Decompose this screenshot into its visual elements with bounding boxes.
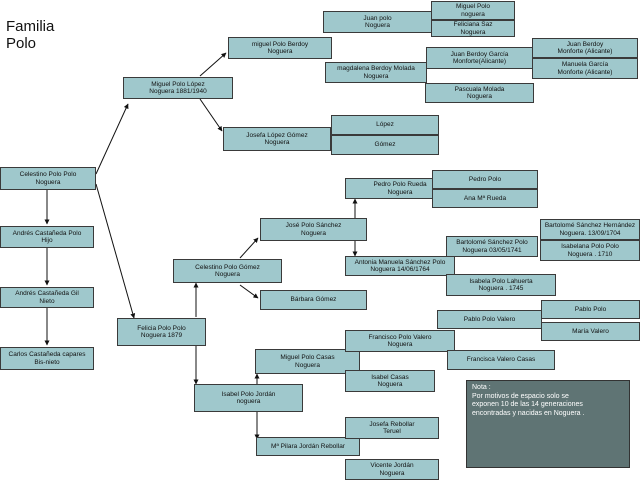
page-title: Familia Polo bbox=[6, 18, 55, 52]
person-miguel-polo: Miguel Polo noguera bbox=[431, 1, 515, 20]
person-francisca-valero: Francisca Valero Casas bbox=[447, 350, 555, 370]
arrow-celestino-felicia bbox=[95, 183, 136, 319]
person-juan-polo: Juan polo Noguera bbox=[323, 11, 432, 33]
person-bartolome-sanchez-polo: Bartolomé Sánchez Polo Noguera 03/05/174… bbox=[446, 236, 538, 257]
person-miguel-polo-berdoy: miguel Polo Berdoy Noguera bbox=[228, 37, 332, 59]
person-isabel-casas: Isabel Casas Noguera bbox=[345, 370, 435, 392]
person-josefa-rebollar: Josefa Rebollar Teruel bbox=[345, 417, 439, 439]
person-miguel-polo-lopez: Miguel Polo López Noguera 1881/1940 bbox=[123, 77, 233, 99]
arrow-miguel-berdoy bbox=[199, 52, 227, 77]
person-juan-berdoy: Juan Berdoy Monforte (Alicante) bbox=[532, 38, 638, 58]
person-felicia-polo-polo: Felicia Polo Polo Noguera 1879 bbox=[117, 318, 206, 346]
arrow-celestino-barbara bbox=[239, 284, 259, 299]
person-maria-valero: María Valero bbox=[541, 322, 640, 341]
person-celestino-polo-polo: Celestino Polo Polo Noguera bbox=[0, 167, 96, 190]
person-miguel-polo-casas: Miguel Polo Casas Noguera bbox=[255, 349, 360, 374]
arrow-celestino-jose bbox=[239, 237, 259, 259]
person-antonia-manuela: Antonia Manuela Sánchez Polo Noguera 14/… bbox=[345, 256, 455, 276]
person-pablo-polo: Pablo Polo bbox=[541, 300, 640, 319]
person-isabela-polo-lahuerta: Isabela Polo Lahuerta Noguera . 1745 bbox=[446, 274, 556, 296]
person-ana-rueda: Ana Mª Rueda bbox=[432, 189, 538, 208]
person-isabel-polo-jordan: Isabel Polo Jordán noguera bbox=[194, 384, 303, 412]
person-lopez: López bbox=[331, 115, 439, 135]
person-gomez: Gómez bbox=[331, 135, 439, 155]
person-isabelana-polo: Isabelana Polo Polo Noguera . 1710 bbox=[540, 240, 640, 261]
person-carlos-castaneda: Carlos Castañeda capares Bis-nieto bbox=[0, 347, 94, 370]
arrow-celestino-miguel bbox=[95, 103, 129, 175]
person-pedro-polo-rueda: Pedro Polo Rueda Noguera bbox=[345, 178, 455, 199]
note-box: Nota : Por motivos de espacio solo se ex… bbox=[466, 380, 630, 468]
person-barbara-gomez: Bárbara Gómez bbox=[260, 290, 367, 310]
person-manuela-garcia: Manuela García Monforte (Alicante) bbox=[532, 58, 638, 79]
person-pascuala-molada: Pascuala Molada Noguera bbox=[425, 83, 534, 103]
person-jose-polo-sanchez: José Polo Sánchez Noguera bbox=[260, 218, 367, 241]
person-vicente-jordan: Vicente Jordán Noguera bbox=[345, 459, 439, 480]
person-josefa-lopez-gomez: Josefa López Gómez Noguera bbox=[223, 127, 331, 151]
person-francisco-polo-valero: Francisco Polo Valero Noguera bbox=[345, 330, 455, 352]
person-andres-castaneda-polo: Andrés Castañeda Polo Hijo bbox=[0, 226, 94, 248]
person-celestino-polo-gomez: Celestino Polo Gómez Noguera bbox=[173, 259, 282, 283]
person-magdalena-berdoy: magdalena Berdoy Molada Noguera bbox=[325, 62, 427, 83]
person-feliciana-saz: Feliciana Saz Noguera bbox=[431, 20, 515, 37]
person-juan-berdoy-garcia: Juan Berdoy García Monforte(Alicante) bbox=[426, 47, 533, 69]
person-mpilara-jordan: Mª Pilara Jordán Rebollar bbox=[256, 437, 360, 456]
person-andres-castaneda-gil: Andrés Castañeda Gil Nieto bbox=[0, 287, 94, 308]
person-pedro-polo: Pedro Polo bbox=[432, 170, 538, 189]
person-bartolome-sanchez-hernandez: Bartolomé Sánchez Hernández Noguera. 13/… bbox=[540, 219, 640, 240]
arrow-miguel-josefa bbox=[199, 98, 223, 132]
person-pablo-polo-valero: Pablo Polo Valero bbox=[437, 310, 542, 329]
